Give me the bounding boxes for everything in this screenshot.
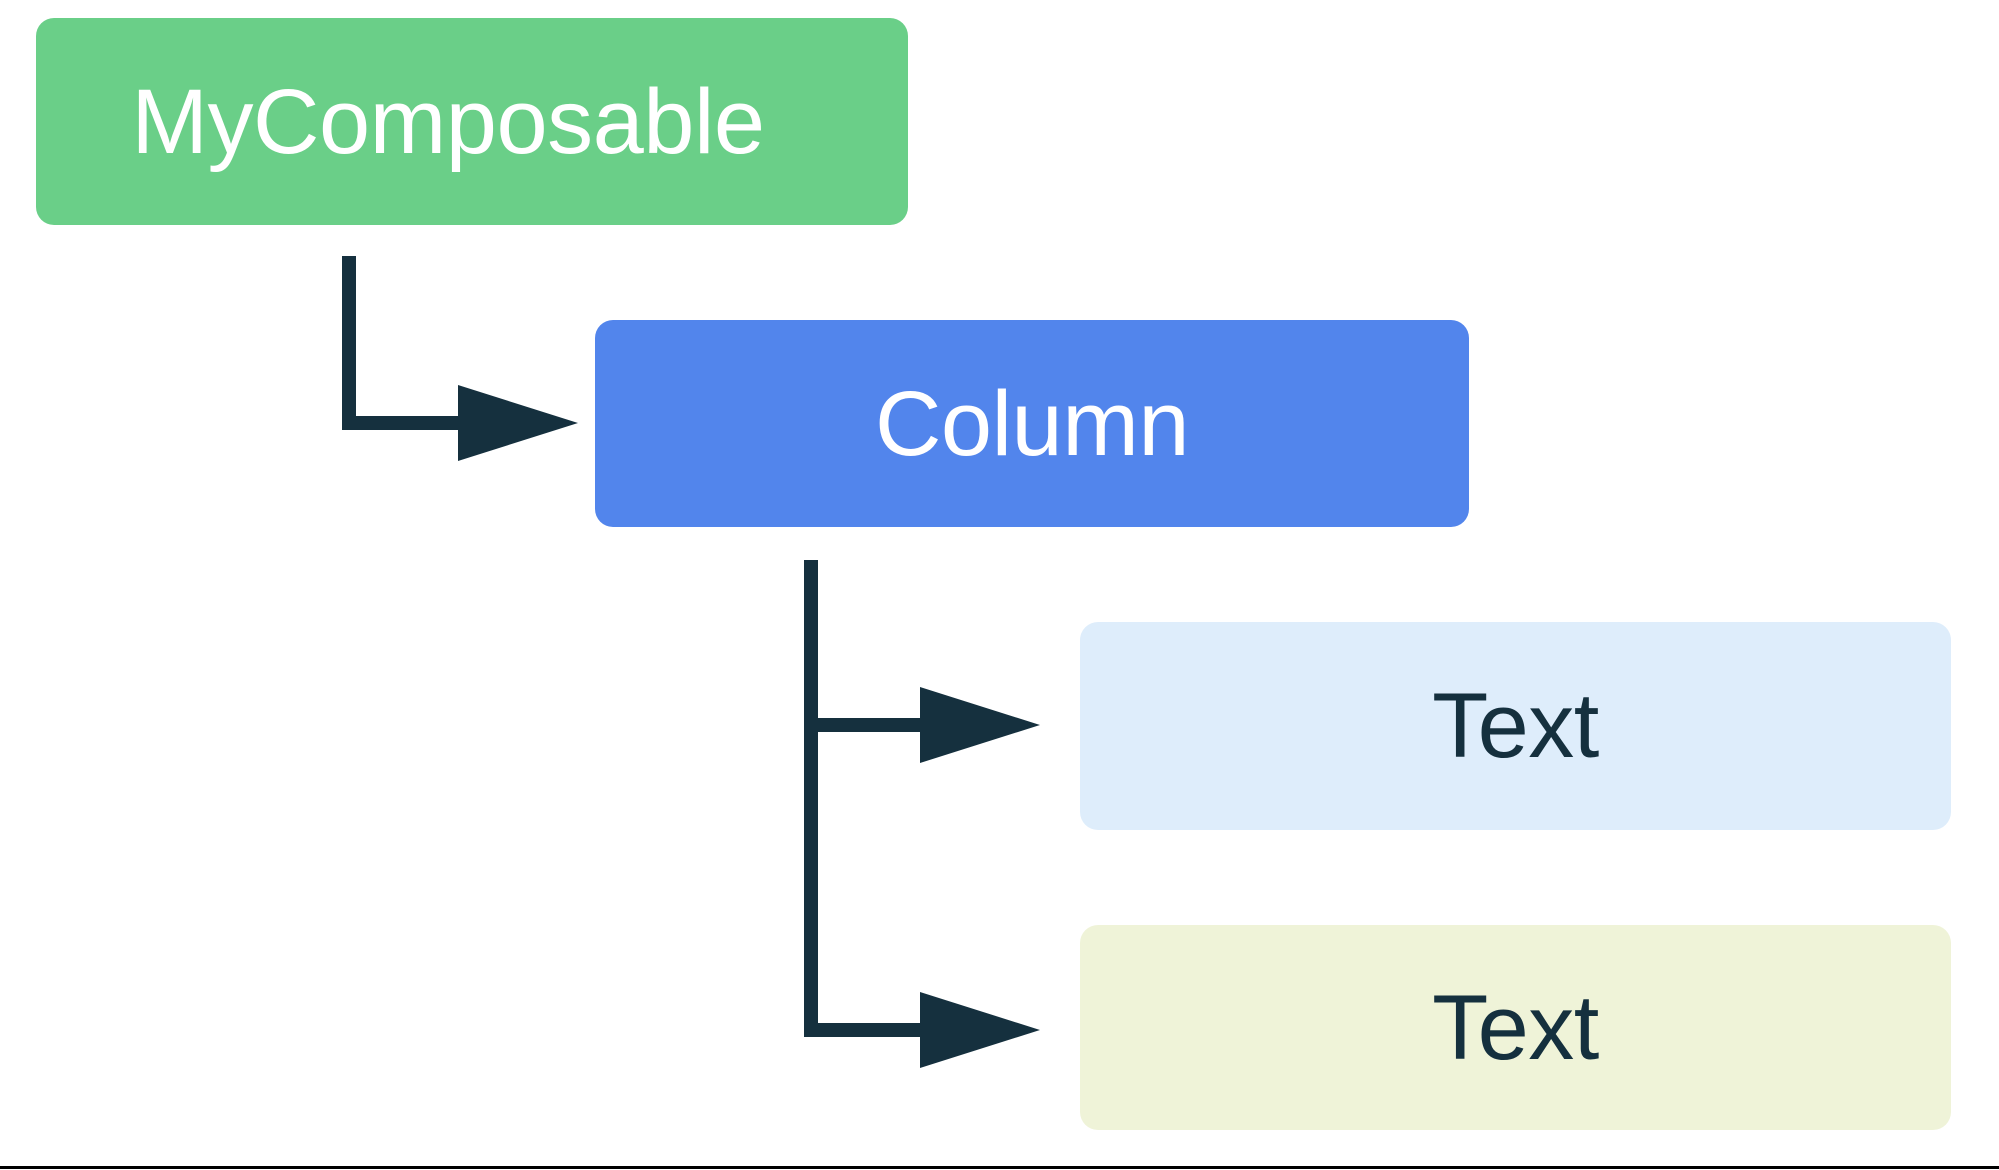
arrow-right-icon-root-to-column	[458, 385, 578, 461]
arrow-right-icon-column-to-text-2	[920, 992, 1040, 1068]
node-text-second-label: Text	[1432, 976, 1599, 1079]
node-text-first[interactable]: Text	[1080, 622, 1951, 830]
page-bottom-divider	[0, 1166, 1999, 1169]
node-column-label: Column	[874, 372, 1190, 475]
arrow-right-icon-column-to-text-1	[920, 687, 1040, 763]
node-text-first-label: Text	[1432, 675, 1599, 777]
connector-column-children-trunk	[804, 560, 818, 1037]
connector-root-to-column-vertical	[342, 256, 356, 430]
node-my-composable-label: MyComposable	[131, 70, 765, 173]
node-text-second[interactable]: Text	[1080, 925, 1951, 1130]
node-column[interactable]: Column	[595, 320, 1469, 527]
node-my-composable[interactable]: MyComposable	[36, 18, 908, 225]
